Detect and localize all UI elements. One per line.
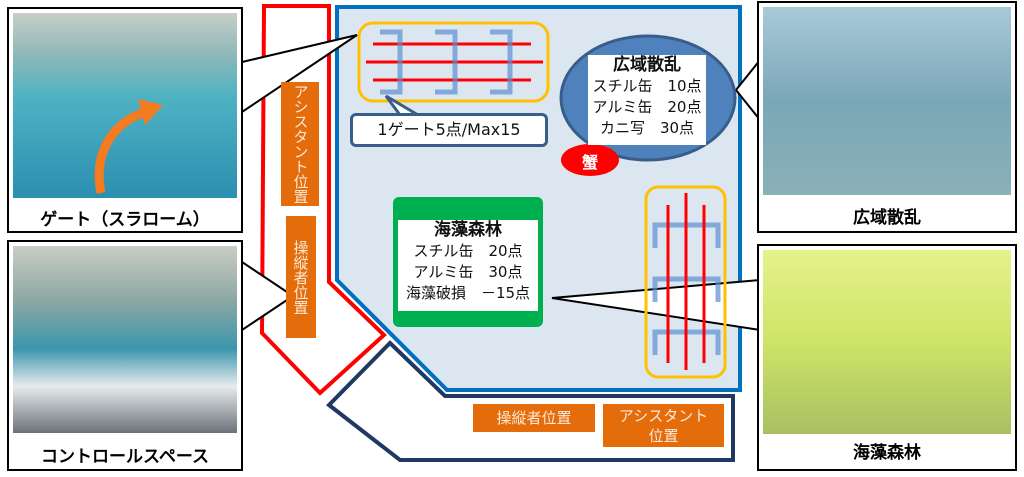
assistant-zone-outline <box>325 340 735 462</box>
assistant-position-vertical: アシスタント位置 <box>281 82 319 206</box>
gate-photo-caption: ゲート（スラローム） <box>40 210 210 230</box>
seaweed-photo-caption: 海藻森林 <box>853 443 921 463</box>
scatter-photo-caption: 広域散乱 <box>853 208 921 228</box>
operator-position-vertical: 操縦者位置 <box>286 216 316 338</box>
seaweed-row: 海藻破損 －15点 <box>405 284 531 302</box>
scatter-zone-info: 広域散乱 スチル缶 10点 アルミ缶 20点 カニ写 30点 <box>588 55 706 145</box>
scatter-photo-frame: 広域散乱 <box>757 1 1017 233</box>
gate-markers <box>380 29 513 95</box>
seaweed-gate-area <box>644 185 727 379</box>
scatter-row: スチル缶 10点 <box>592 77 702 95</box>
seaweed-photo <box>763 250 1011 434</box>
seaweed-zone-title: 海藻森林 <box>434 220 502 240</box>
gate-photo <box>13 13 237 198</box>
scatter-photo <box>763 7 1011 195</box>
seaweed-zone-info: 海藻森林 スチル缶 20点 アルミ缶 30点 海藻破損 －15点 <box>398 220 538 311</box>
seaweed-photo-frame: 海藻森林 <box>757 244 1017 471</box>
control-photo-frame: コントロールスペース <box>7 240 243 471</box>
assistant-position-line2: 位置 <box>648 427 679 445</box>
scatter-zone-title: 広域散乱 <box>613 55 681 75</box>
gate-photo-frame: ゲート（スラローム） <box>7 7 243 233</box>
operator-position-bottom: 操縦者位置 <box>473 404 595 432</box>
scatter-row: アルミ缶 20点 <box>592 98 702 116</box>
assistant-position-bottom: アシスタント 位置 <box>603 404 724 447</box>
gate-score-label: 1ゲート5点/Max15 <box>350 113 548 147</box>
seaweed-row: アルミ缶 30点 <box>413 263 523 281</box>
scatter-row: カニ写 30点 <box>599 119 695 137</box>
crab-badge: 蟹 <box>581 153 598 172</box>
control-photo-caption: コントロールスペース <box>41 447 209 467</box>
gate-area <box>357 21 550 103</box>
crab-badge-shape <box>561 144 619 176</box>
operator-zone-outline <box>259 4 387 396</box>
seaweed-row: スチル缶 20点 <box>413 242 523 260</box>
control-photo <box>13 246 237 433</box>
assistant-position-line1: アシスタント <box>618 407 709 425</box>
seaweed-lines <box>666 193 706 370</box>
slalom-arrow-icon <box>94 99 163 194</box>
